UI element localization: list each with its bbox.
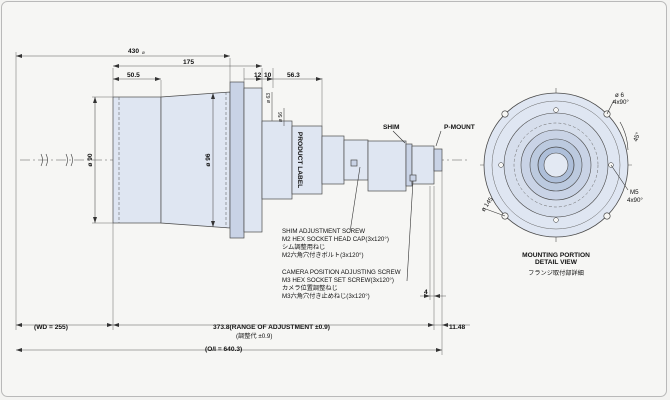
- dim-small-gap: 4: [424, 289, 428, 296]
- mounting-detail-view: [480, 88, 632, 245]
- camera-screw-line3: カメラ位置調整ねじ: [282, 284, 338, 292]
- camera-screw-line2: M3 HEX SOCKET SET SCREW(3x120°): [282, 277, 394, 284]
- detail-hole-diameter: ø 6: [615, 92, 624, 99]
- bottom-dimensions: [16, 171, 470, 355]
- dim-rear-length: 11.48: [449, 324, 465, 331]
- shim-screw-head: [350, 159, 358, 167]
- detail-title-line2: DETAIL VIEW: [535, 259, 578, 266]
- threaded-hole: [553, 217, 559, 223]
- cone-body: [160, 91, 231, 229]
- shim-screw-leader: [349, 166, 361, 233]
- rear-barrel-5: [367, 140, 407, 192]
- p-mount-leader: [435, 130, 442, 147]
- dim-flange-gap: 10: [264, 72, 272, 79]
- detail-thread-pattern: 4x90°: [627, 197, 643, 204]
- dim-rear-section: 56.3: [287, 72, 300, 79]
- rear-barrel-2: [291, 125, 323, 195]
- rear-barrel-1: [261, 120, 293, 200]
- shim-screw-line4: M2六角穴付きボルト(3x120°): [282, 251, 364, 259]
- detail-title-line1: MOUNTING PORTION: [522, 252, 590, 259]
- mounting-hole: [603, 212, 611, 220]
- thread-leader: [610, 164, 629, 191]
- detail-title-jp: フランジ取付部詳細: [528, 269, 584, 277]
- dim-front-to-flange: 175: [183, 59, 194, 66]
- hole-leader: [606, 99, 615, 115]
- rear-barrel-3: [321, 135, 345, 185]
- diameter-dimensions: [92, 92, 285, 227]
- detail-thread: M5: [630, 189, 639, 196]
- shim-screw-line3: シム調整用ねじ: [282, 243, 325, 251]
- mounting-hole: [501, 110, 509, 118]
- dim-diameter-cone: ø 96: [205, 153, 212, 167]
- camera-set-screw-head: [409, 174, 417, 182]
- shim-screw-line1: SHIM ADJUSTMENT SCREW: [282, 228, 365, 235]
- detail-angle: 45°: [632, 131, 642, 143]
- mounting-flange: [229, 81, 245, 239]
- dim-front-section: 50.5: [127, 72, 140, 79]
- dim-flange-thickness: 12: [254, 72, 262, 79]
- pcd-leader: [482, 207, 506, 217]
- camera-screw-line1: CAMERA POSITION ADJUSTING SCREW: [282, 269, 401, 276]
- dim-range-of-adjustment-jp: (調整代 ±0.9): [236, 332, 272, 340]
- threaded-hole: [498, 162, 504, 168]
- shim-screw-line2: M2 HEX SOCKET HEAD CAP(3x120°): [282, 236, 389, 243]
- p-mount-thread: [433, 148, 443, 172]
- dim-diameter-front: ø 90: [87, 153, 94, 167]
- dim-working-distance: (WD = 255): [34, 324, 68, 331]
- camera-screw-leader: [406, 180, 414, 282]
- front-barrel: [112, 96, 162, 224]
- camera-screw-line4: M3六角穴付き止めねじ(3x120°): [282, 292, 370, 300]
- top-dimensions: [15, 52, 323, 330]
- detail-hole-pattern: 4x90°: [613, 99, 629, 106]
- dim-range-of-adjustment: 373.8(RANGE OF ADJUSTMENT ±0.9): [213, 324, 330, 331]
- dim-diameter-flange-small: ø 63: [266, 93, 272, 103]
- shim-label: SHIM: [383, 124, 400, 131]
- dim-overall-length: 430: [128, 48, 139, 55]
- threaded-hole: [553, 107, 559, 113]
- product-label-text: PRODUCT LABEL: [296, 132, 303, 188]
- p-mount-label: P-MOUNT: [444, 124, 475, 131]
- dim-diameter-mid: ø 56: [278, 112, 284, 122]
- dim-overall-length-unit: ø: [142, 50, 145, 55]
- dim-overall-object-image: (O/I = 640.3): [205, 346, 242, 353]
- shim-leader: [392, 130, 406, 144]
- angle-arc: [619, 121, 629, 151]
- break-marks: [40, 153, 73, 167]
- flange-rear-ring: [243, 87, 263, 233]
